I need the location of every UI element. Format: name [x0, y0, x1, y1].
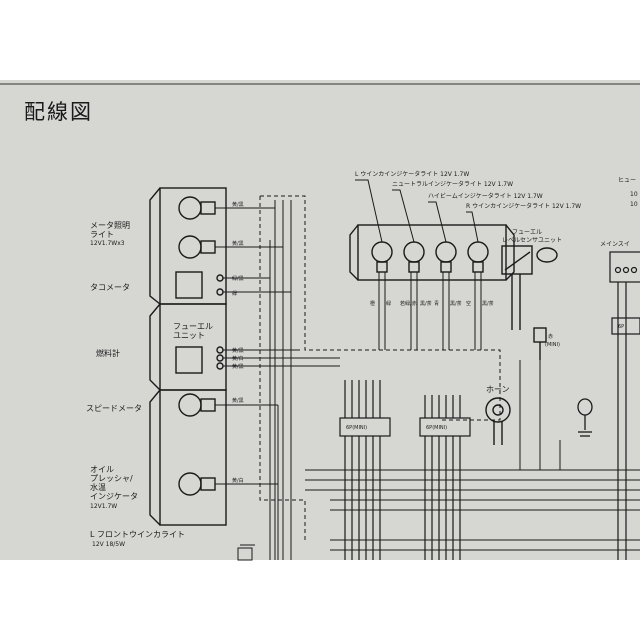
bulb-socket-1	[200, 201, 216, 215]
meter-bulb-1-icon	[178, 196, 202, 220]
ind-wire-6: 黒/茶	[450, 300, 462, 307]
meter-light-label-1: メータ照明	[90, 221, 130, 230]
main-switch-label: メインスイ	[600, 241, 630, 248]
page-title: 配線図	[24, 100, 93, 124]
connector-6p-b-label: 6P(MINI)	[426, 425, 447, 431]
front-winker-label-1: L フロントウインカライト	[90, 530, 185, 539]
fuse-rating-2: 10	[630, 201, 638, 208]
indicator-wires	[378, 272, 482, 350]
tachometer-label: タコメータ	[90, 283, 130, 292]
ind-wire-2: 緑	[386, 300, 391, 307]
main-switch-box	[609, 251, 640, 560]
wire-label-9: 黄/白	[232, 477, 244, 484]
ind-wire-3: 若緑/赤	[400, 300, 417, 307]
connector-6p-right-label: 6P	[618, 324, 624, 330]
indicator-box	[349, 224, 515, 281]
neutral-indicator-label: ニュートラルインジケータライト 12V 1.7W	[392, 180, 513, 188]
fuse-rating-1: 10	[630, 191, 638, 198]
l-winker-bulb-icon	[371, 241, 393, 263]
pressure-switch-icon	[577, 398, 593, 437]
meter-bulb-2-icon	[178, 235, 202, 259]
fuel-bracket	[149, 303, 161, 391]
fuse-label: ヒュー	[618, 177, 636, 184]
oil-label-5: 12V1.7W	[90, 503, 117, 510]
meter-box-top	[159, 187, 227, 305]
speed-bracket	[149, 389, 161, 526]
l-winker-indicator-label: L ウインカインジケータライト 12V 1.7W	[355, 170, 469, 178]
horn-label: ホーン	[486, 385, 510, 394]
fuel-gauge-label: 燃料計	[96, 348, 120, 358]
r-winker-indicator-label: R ウインカインジケータライト 12V 1.7W	[466, 202, 581, 210]
oil-label-1: オイル	[90, 465, 114, 474]
bulb-socket-4	[200, 477, 216, 491]
connector-6p-a-label: 6P(MINI)	[346, 425, 367, 431]
fuel-sensor-wire: 赤	[548, 334, 553, 340]
fuel-terminal-2	[216, 354, 224, 362]
speedometer-label: スピードメータ	[86, 404, 142, 413]
dashed-harness	[259, 195, 501, 540]
horn-icon	[485, 397, 511, 445]
ind-wire-1: 橙	[370, 300, 375, 307]
bulb-socket-2	[200, 240, 216, 254]
oil-label-3: 水温	[90, 482, 106, 492]
tacho-terminal-1	[216, 274, 224, 282]
meter-panel	[149, 187, 227, 526]
meter-light-label-2: ライト	[90, 230, 114, 239]
ind-wire-4: 黒/茶	[420, 300, 432, 307]
meter-bracket-top	[149, 187, 161, 305]
neutral-bulb-icon	[403, 241, 425, 263]
fuel-gauge-box	[175, 346, 203, 374]
fuel-sensor-label-2: レベルセンサユニット	[502, 237, 562, 244]
fuel-terminal-3	[216, 362, 224, 370]
fuel-unit-label-2: ユニット	[173, 331, 205, 340]
fuel-sensor-label-1: フューエル	[512, 229, 542, 236]
oil-label-4: インジケータ	[90, 492, 138, 501]
meter-light-label-3: 12V1.7Wx3	[90, 240, 125, 247]
wire-label-1: 黄/黒	[232, 201, 244, 208]
fuel-terminal-1	[216, 346, 224, 354]
r-winker-bulb-icon	[467, 241, 489, 263]
speed-bulb-icon	[178, 393, 202, 417]
tachometer-box	[175, 271, 203, 299]
meter-wires	[215, 200, 340, 560]
high-beam-bulb-icon	[435, 241, 457, 263]
front-winker-label-2: 12V 18/5W	[92, 541, 125, 548]
speed-box	[159, 389, 227, 526]
ind-wire-8: 黒/茶	[482, 300, 494, 307]
ind-wire-7: 空	[466, 300, 471, 307]
ind-wire-5: 青	[434, 300, 439, 307]
indicator-leaders	[355, 179, 479, 243]
oil-bulb-icon	[178, 472, 202, 496]
bottom-harness	[237, 360, 640, 561]
wire-label-2: 黄/黒	[232, 240, 244, 247]
fuel-sensor	[501, 245, 558, 360]
wire-label-4: 緑	[232, 290, 237, 297]
tacho-terminal-2	[216, 288, 224, 296]
wire-label-8: 黄/黒	[232, 397, 244, 404]
connectors	[339, 380, 471, 560]
fuel-unit-label-1: フューエル	[173, 322, 213, 331]
mini-connector-label: (MINI)	[545, 342, 560, 348]
bulb-socket-3	[200, 398, 216, 412]
high-beam-indicator-label: ハイビームインジケータライト 12V 1.7W	[428, 192, 543, 200]
oil-label-2: プレッシャ/	[90, 474, 133, 483]
